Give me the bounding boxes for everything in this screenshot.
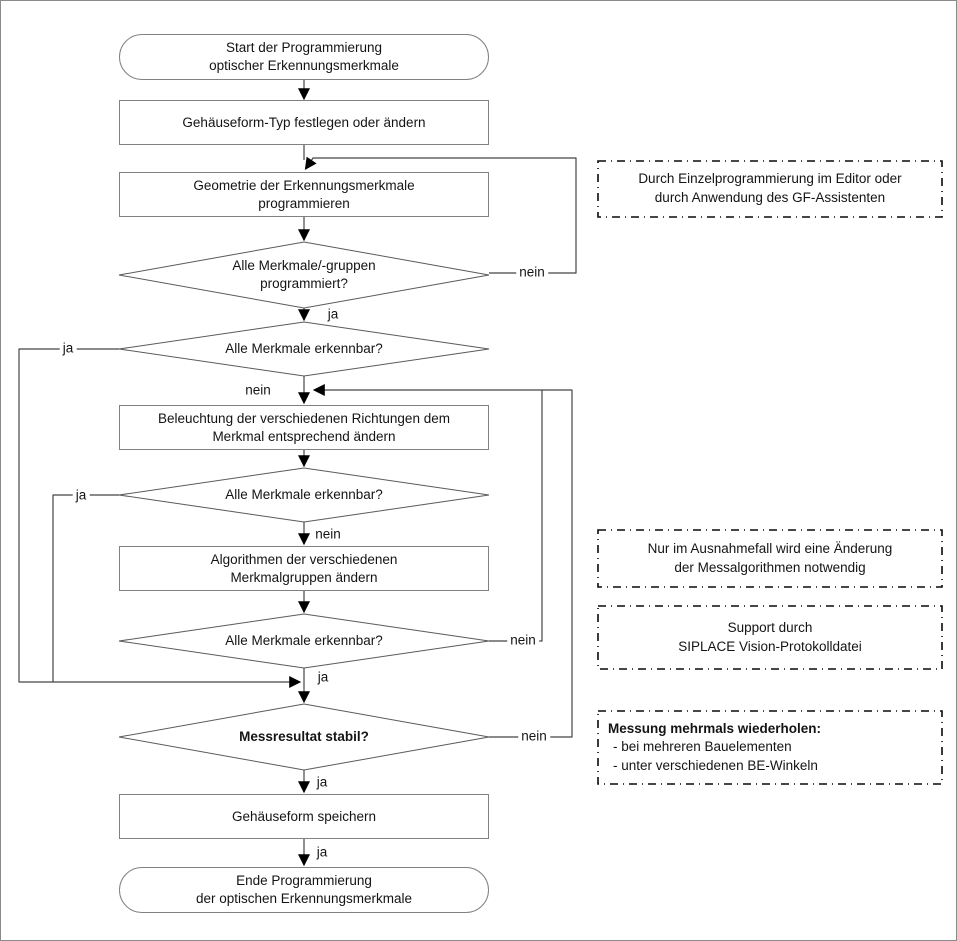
edge-label-d3-nein: nein bbox=[312, 526, 344, 542]
edge-label-d4-ja: ja bbox=[314, 669, 332, 685]
edge-label-d5-nein: nein bbox=[518, 728, 550, 744]
node-change-algorithms: Algorithmen der verschiedenen Merkmalgru… bbox=[119, 546, 489, 591]
annotation-repeat-item: - bei mehreren Bauelementen bbox=[613, 739, 792, 755]
edge-d4-nein-up bbox=[489, 390, 543, 642]
decision-shape-recognizable-2 bbox=[118, 467, 490, 523]
node-save-housing: Gehäuseform speichern bbox=[119, 794, 489, 839]
edge-label-d2-nein: nein bbox=[242, 382, 274, 398]
annotation-border-exception bbox=[597, 529, 943, 588]
decision-shape-all-groups-programmed bbox=[118, 241, 490, 309]
annotation-support-note: Support durch SIPLACE Vision-Protokollda… bbox=[678, 619, 862, 654]
edge-label-d3-ja: ja bbox=[72, 487, 90, 503]
edge-label-d1-nein: nein bbox=[516, 264, 548, 280]
edge-label-d4-nein: nein bbox=[507, 632, 539, 648]
edge-label-d2-ja: ja bbox=[59, 340, 77, 356]
annotation-border-support bbox=[597, 605, 943, 670]
annotation-border-repeat bbox=[597, 710, 943, 785]
annotation-exception-note: Nur im Ausnahmefall wird eine Änderung d… bbox=[647, 540, 893, 575]
node-end: Ende Programmierung der optischen Erkenn… bbox=[119, 867, 489, 913]
annotation-editor-note: Durch Einzelprogrammierung im Editor ode… bbox=[638, 171, 902, 205]
decision-shape-recognizable-1 bbox=[118, 321, 490, 377]
edge-label-d1-ja: ja bbox=[324, 306, 342, 322]
annotation-border-editor bbox=[597, 160, 943, 218]
decision-shape-measurement-stable bbox=[118, 703, 490, 771]
annotation-repeat-title: Messung mehrmals wiederholen: bbox=[608, 720, 822, 736]
edge-d3-ja-loop bbox=[52, 494, 119, 682]
node-set-housing-type: Gehäuseform-Typ festlegen oder ändern bbox=[119, 100, 489, 145]
annotation-repeat-item: - unter verschiedenen BE-Winkeln bbox=[613, 757, 818, 773]
node-start: Start der Programmierung optischer Erken… bbox=[119, 34, 489, 80]
edge-label-p5-ja: ja bbox=[313, 844, 331, 860]
node-adjust-lighting: Beleuchtung der verschiedenen Richtungen… bbox=[119, 405, 489, 450]
annotation-repeat-note: Messung mehrmals wiederholen: - bei mehr… bbox=[598, 711, 942, 784]
decision-shape-recognizable-3 bbox=[118, 613, 490, 669]
edge-label-d5-ja: ja bbox=[313, 774, 331, 790]
node-program-geometry: Geometrie der Erkennungsmerkmale program… bbox=[119, 172, 489, 217]
